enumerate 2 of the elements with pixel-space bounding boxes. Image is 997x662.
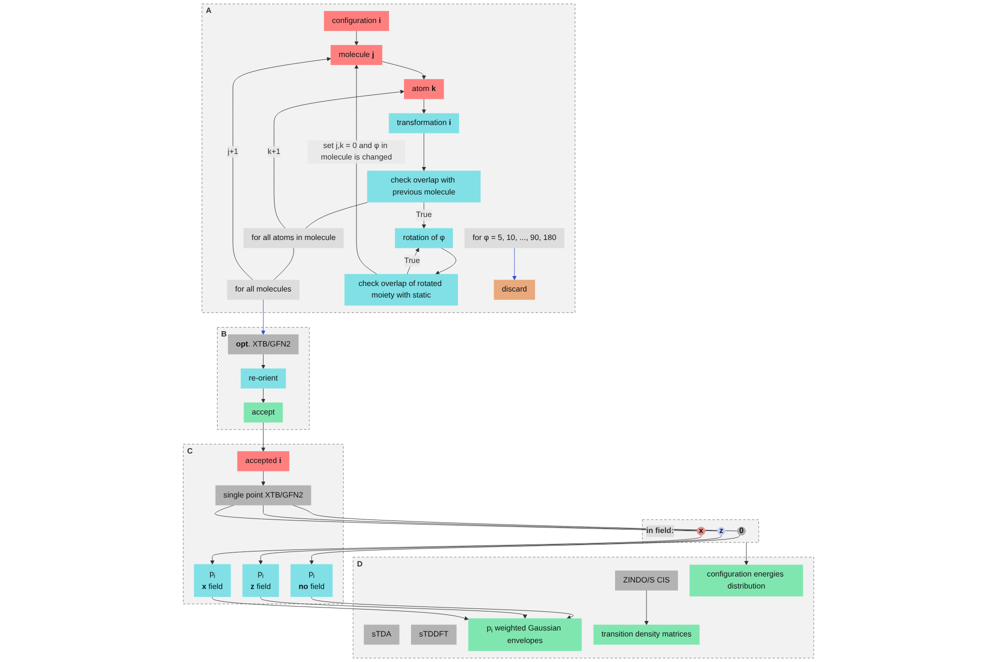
connector	[305, 202, 368, 229]
connector	[273, 248, 294, 280]
